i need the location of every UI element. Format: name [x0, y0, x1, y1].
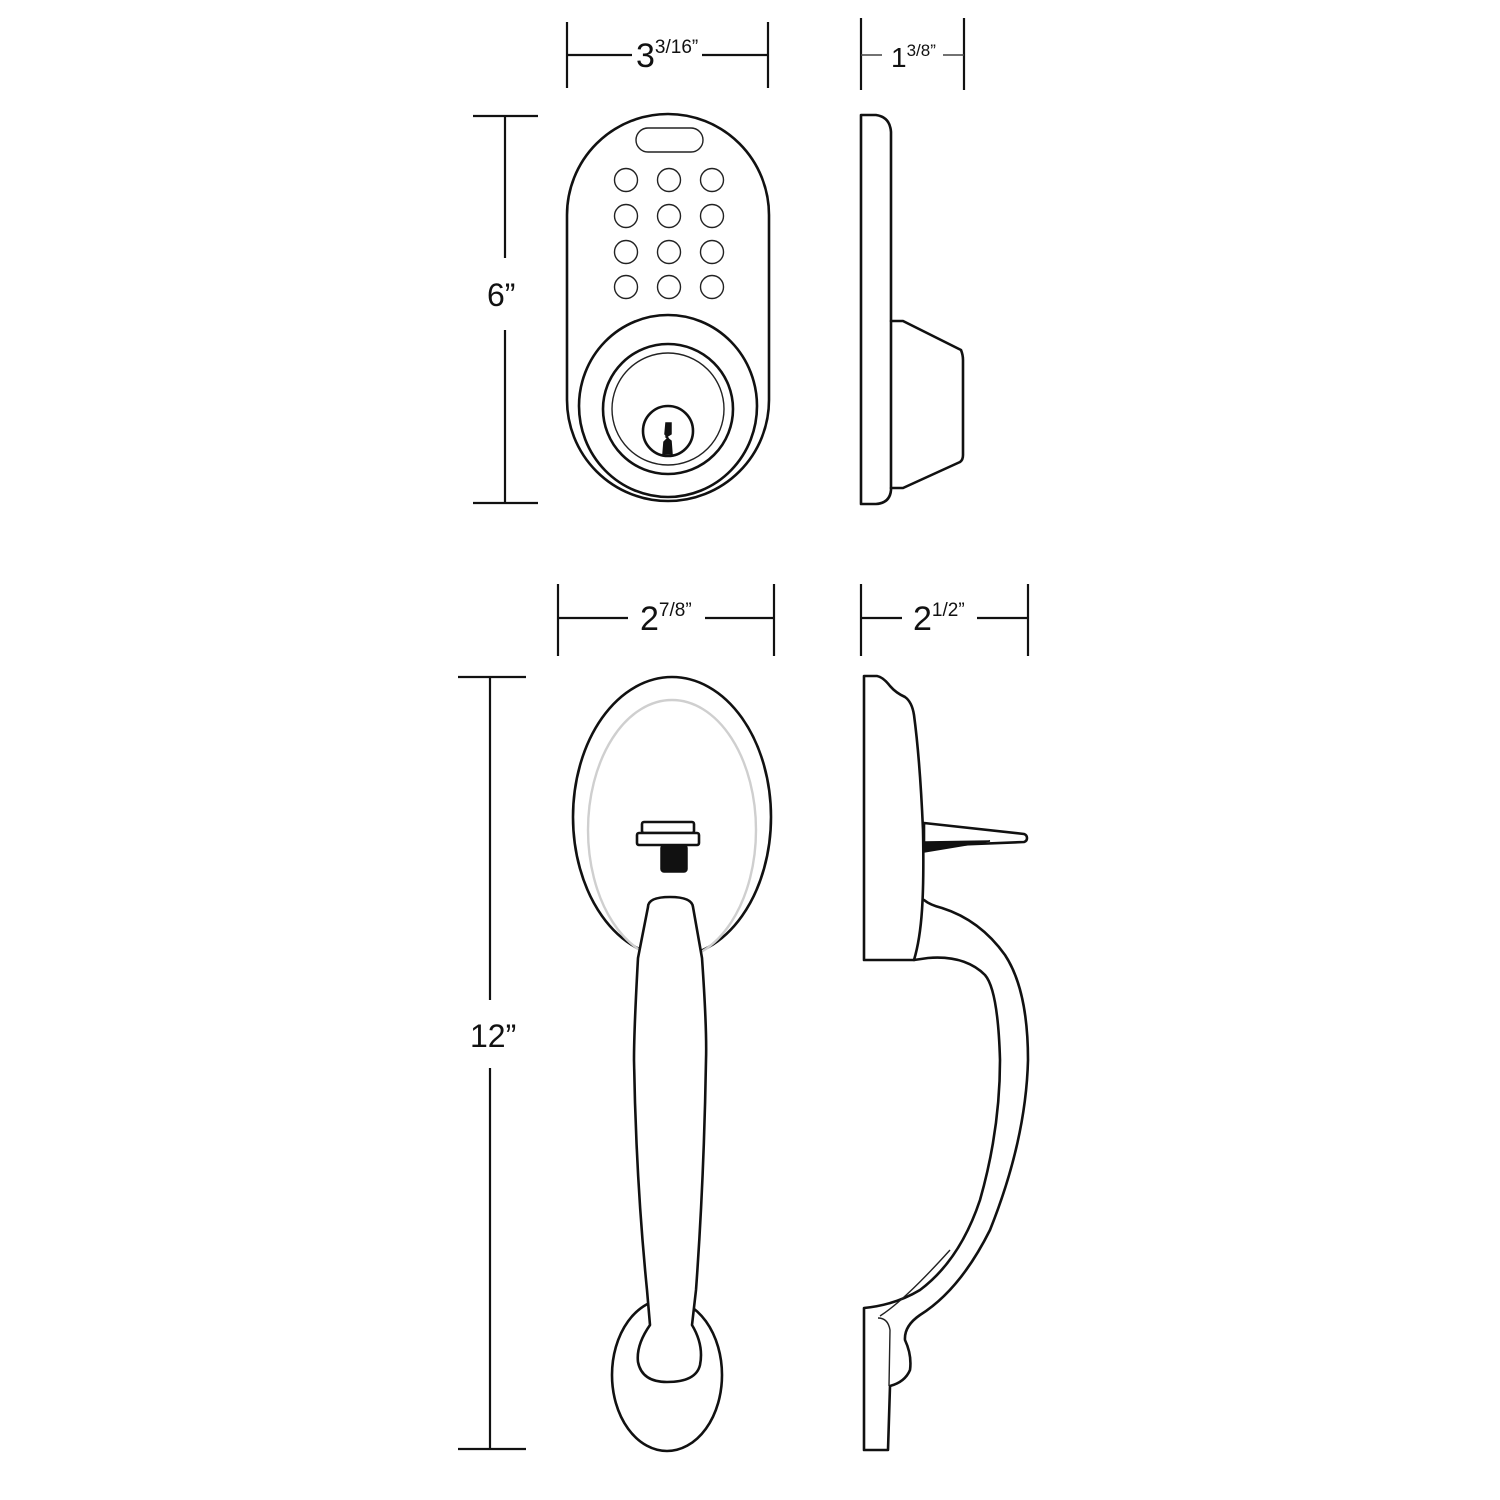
deadbolt-side-body [859, 113, 893, 506]
deadbolt-width-dimension [565, 22, 770, 88]
cylinder-rose [577, 313, 759, 499]
cylinder-inner-ring [611, 352, 725, 466]
deadbolt-height-label: 6” [487, 277, 516, 313]
deadbolt-depth-fraction: 3/8” [906, 41, 936, 60]
keypad-buttons [613, 167, 725, 300]
handleset-height-label: 12” [470, 1018, 517, 1054]
handleset-depth-dimension [859, 584, 1030, 656]
handleset-width-whole: 2 [640, 600, 659, 638]
deadbolt-width-whole: 3 [636, 37, 655, 75]
deadbolt-height-dimension [473, 114, 538, 505]
handleset-depth-whole: 2 [913, 600, 932, 638]
deadbolt-side-cylinder [889, 319, 965, 490]
handleset-side-view [862, 674, 1030, 1452]
handleset-depth-label: 21/2” [913, 601, 965, 636]
handleset-height-dimension [458, 675, 526, 1451]
handleset-width-dimension [556, 584, 776, 656]
deadbolt-width-label: 33/16” [636, 37, 699, 75]
deadbolt-height-value: 6” [487, 277, 516, 313]
cylinder-ring [601, 342, 735, 476]
status-window [635, 127, 704, 153]
key-plug [641, 404, 695, 458]
handle-side-highlight [879, 1249, 951, 1317]
deadbolt-depth-label: 13/8” [891, 42, 936, 72]
handleset-front-view [571, 675, 773, 1453]
thumb-lever-shadow [923, 840, 991, 853]
handleset-width-fraction: 7/8” [658, 600, 692, 621]
thumb-latch-base [635, 831, 701, 847]
deadbolt-depth-dimension [859, 18, 966, 90]
top-plate-side [862, 674, 925, 962]
keyway-icon [662, 422, 673, 455]
handleset-width-label: 27/8” [640, 601, 692, 636]
deadbolt-body-outline [565, 112, 771, 503]
handleset-depth-fraction: 1/2” [931, 600, 965, 621]
thumb-lever-side [922, 821, 1029, 848]
handle-side-curve [862, 898, 1030, 1452]
grip-handle [632, 895, 708, 1384]
deadbolt-width-fraction: 3/16” [654, 37, 699, 58]
handleset-height-value: 12” [470, 1018, 517, 1054]
deadbolt-side-view [859, 113, 965, 506]
thumb-latch-top [640, 820, 696, 835]
handle-side-inner-edge [877, 1317, 891, 1387]
deadbolt-depth-whole: 1 [891, 42, 907, 73]
thumb-latch-stem [660, 844, 688, 873]
deadbolt-front-view [565, 112, 771, 503]
